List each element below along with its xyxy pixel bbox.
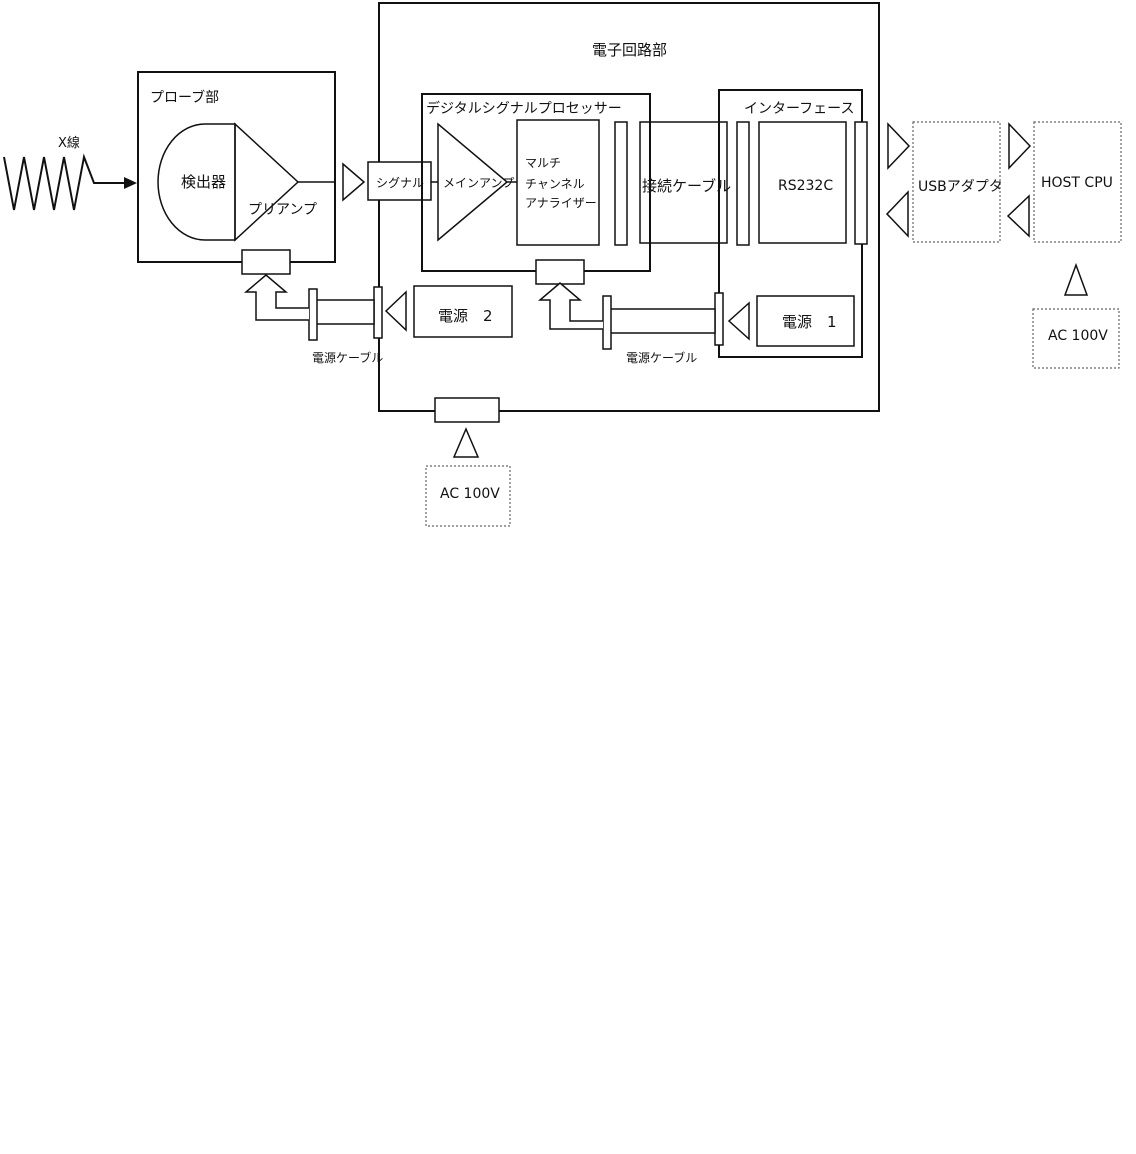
usb-out-triangle [885,190,909,238]
host-out-triangle [1006,194,1030,238]
power1-box [756,295,855,347]
detector-shape [157,123,236,241]
electronics-section-label: 電子回路部 [592,41,667,59]
signal-box [367,161,432,201]
dsp-connector-bar [614,121,628,246]
probe-section: プローブ部 検出器 プリアンプ [137,71,336,275]
interface-label: インターフェース [744,101,854,117]
power1-cable-end-bar [602,295,612,350]
power1-cable [608,308,716,334]
connection-cable-box [639,121,728,244]
preamp-label: プリアンプ [248,202,317,218]
mca-label-line1: マルチ [525,156,561,170]
main-amp-label: メインアンプ [443,176,514,190]
host-cpu-label: HOST CPU [1041,175,1113,191]
power2-box [413,285,513,338]
host-ac-label: AC 100V [1048,328,1108,344]
power2-output-triangle [384,290,407,332]
usb-adapter-label: USBアダプタ [918,179,1003,195]
dsp-label: デジタルシグナルプロセッサー [426,100,622,117]
usb-adapter-box [912,121,1001,243]
host-ac-box [1032,308,1120,369]
power-cable-left-label: 電源ケーブル [312,350,383,365]
xray-label: X線 [58,135,80,151]
detector-label: 検出器 [181,173,226,191]
interface-right-connector-bar [854,121,868,245]
mca-box [516,119,600,246]
power2-feed-arrow [243,274,309,321]
power1-output-triangle [727,301,750,341]
bottom-ac-label: AC 100V [440,486,500,502]
probe-power-connector [241,249,291,275]
bottom-ac-triangle [452,427,480,458]
mca-label-line2: チャンネル [525,177,585,191]
host-cpu-box [1033,121,1122,243]
dsp-power-connector [535,259,585,285]
power2-cable [315,299,375,325]
connection-cable-label: 接続ケーブル [642,177,731,195]
power-cable-right-label: 電源ケーブル [626,350,697,365]
probe-signal-triangle [342,162,366,202]
electronics-section-frame [378,2,880,412]
power2-cable-end-bar [308,288,318,341]
power1-connector-bar [714,292,724,346]
probe-section-label: プローブ部 [150,89,219,106]
rs232c-label: RS232C [778,178,833,194]
probe-section-frame [137,71,336,263]
power2-label: 電源 2 [438,307,493,325]
main-power-connector [434,397,500,423]
rs232c-box [758,121,847,244]
main-amp-triangle [437,122,509,242]
interface-left-connector-bar [736,121,750,246]
host-in-triangle [1008,122,1032,170]
signal-label: シグナル [376,176,424,190]
xray-arrowhead [124,177,137,189]
host-ac-triangle [1063,262,1089,296]
bottom-ac-box [425,465,511,527]
power2-connector-bar [373,286,383,339]
xray-wave [3,153,126,211]
usb-in-triangle [887,122,911,170]
mca-label-line3: アナライザー [525,196,597,210]
electronics-section: 電子回路部 シグナル デジタルシグナルプロセッサー メインアンプ マルチ チャン… [243,2,880,423]
preamp-triangle [234,122,300,242]
power1-feed-arrow [537,282,603,330]
xray-input: X線 [3,135,137,211]
power1-label: 電源 1 [782,313,837,331]
